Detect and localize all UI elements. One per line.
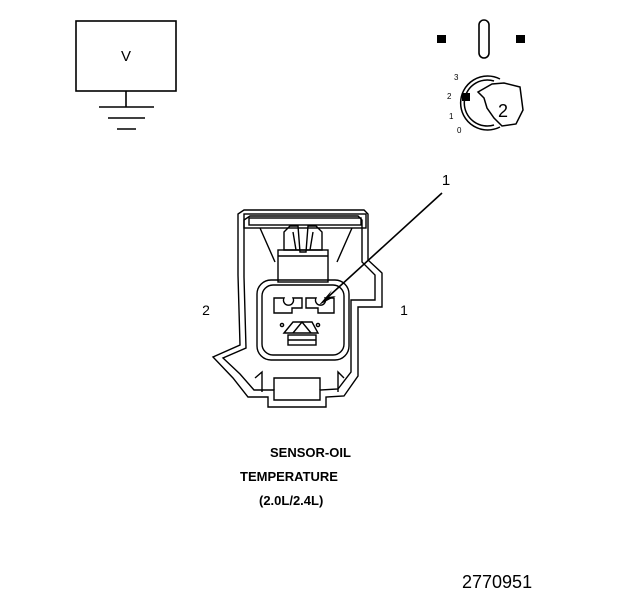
terminal-callout: 1: [442, 172, 450, 189]
callout-leader: [327, 192, 443, 298]
connector-face: [211, 209, 383, 408]
ignition-switch-icon: 3 2 1 0 2: [447, 73, 524, 135]
figure-number: 2770951: [462, 572, 532, 592]
switch-position-1: 1: [449, 112, 454, 121]
connector-side-label-left: 2: [202, 302, 210, 318]
voltmeter-label: V: [121, 48, 131, 65]
switch-pointer: [462, 93, 470, 101]
switch-position-3: 3: [454, 73, 459, 82]
ground-icon: [99, 106, 154, 130]
ignition-key-icon: [437, 19, 525, 59]
switch-position-2: 2: [447, 92, 452, 101]
caption-line-1: SENSOR-OIL: [270, 445, 351, 460]
switch-position-0: 0: [457, 126, 462, 135]
switch-selected-label: 2: [498, 101, 508, 121]
voltmeter-symbol: V: [75, 20, 177, 130]
caption-line-2: TEMPERATURE: [240, 469, 338, 484]
connector-side-label-right: 1: [400, 302, 408, 318]
caption-line-3: (2.0L/2.4L): [259, 493, 323, 508]
